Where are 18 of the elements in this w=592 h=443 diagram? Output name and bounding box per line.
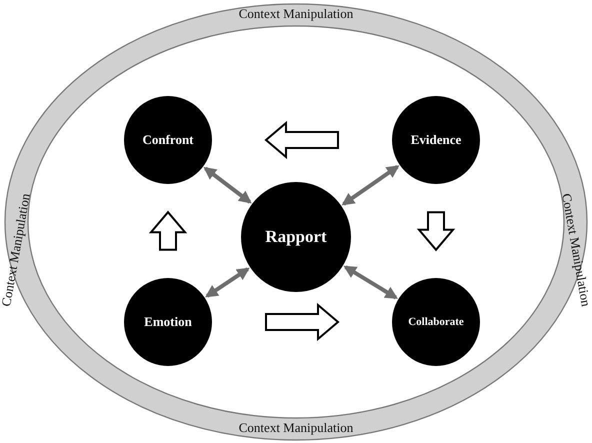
ring-label: Context Manipulation <box>238 420 354 436</box>
double-arrow <box>205 267 250 298</box>
block-arrow <box>264 120 339 160</box>
double-arrow <box>343 265 398 300</box>
ring-band <box>4 4 588 440</box>
block-arrow <box>148 210 188 251</box>
node-label: Emotion <box>144 314 192 330</box>
ring-label: Context Manipulation <box>558 191 592 310</box>
node-label: Evidence <box>410 132 462 148</box>
node-label: Collaborate <box>408 316 464 328</box>
node-label: Rapport <box>265 227 327 247</box>
ring-label: Context Manipulation <box>0 191 34 310</box>
block-arrow <box>265 302 340 342</box>
block-arrow <box>416 211 456 252</box>
double-arrow <box>342 165 400 206</box>
ring-label: Context Manipulation <box>238 6 354 22</box>
double-arrow <box>203 166 252 204</box>
node-label: Confront <box>142 132 194 148</box>
